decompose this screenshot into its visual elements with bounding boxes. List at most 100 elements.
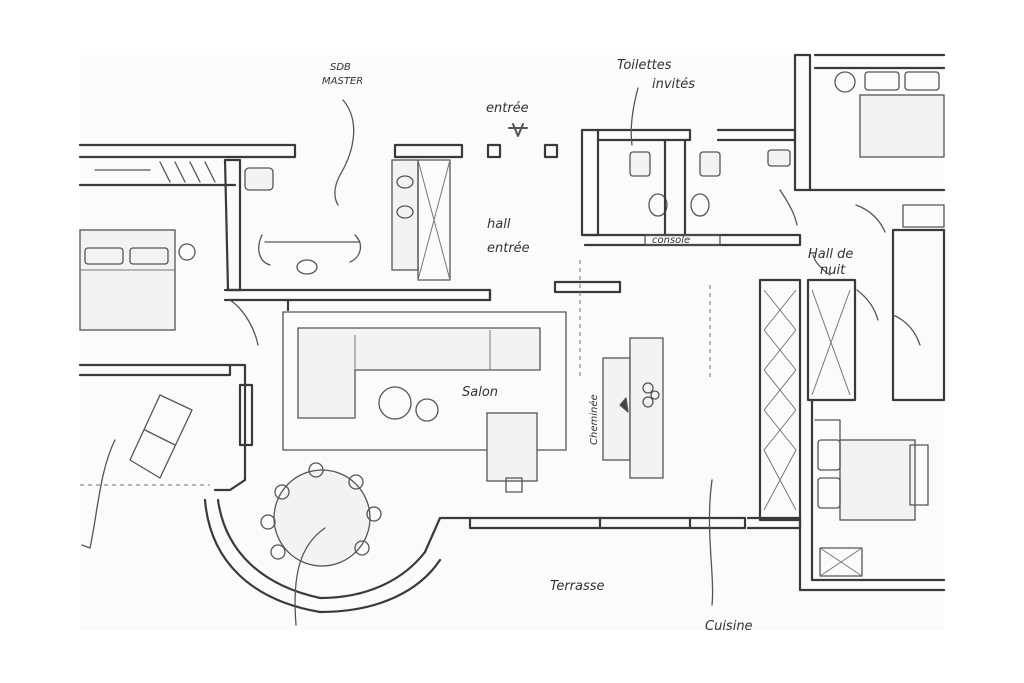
wc-guest-1 <box>629 151 651 177</box>
closet-rb <box>819 547 863 577</box>
dresser-right <box>902 204 945 228</box>
tub-drain <box>296 259 318 275</box>
door-swing-1 <box>229 299 259 346</box>
stove-burner-2 <box>642 396 654 408</box>
sink-guest-1 <box>648 193 668 217</box>
label-cuisine: Cuisine <box>705 619 753 634</box>
wall-sdb-bottom-ext <box>286 288 492 312</box>
lamp-left <box>178 243 196 261</box>
leader-cuisine <box>708 479 714 606</box>
label-sdb-master-1: SDB <box>330 62 351 73</box>
storage-hatch-2 <box>811 289 851 396</box>
label-terrasse: Terrasse <box>550 579 605 594</box>
storage-hatch-1 <box>763 289 797 511</box>
dining-chair <box>308 462 324 478</box>
leader-toilettes <box>630 87 639 146</box>
wall-top-left <box>78 143 297 159</box>
leader-hall-nuit <box>812 254 831 276</box>
bed-right-top <box>859 94 945 158</box>
wall-bay-inner <box>216 498 427 600</box>
wc-master <box>244 167 274 191</box>
wall-bedroom2 <box>810 398 946 582</box>
stove-burner-3 <box>650 390 660 400</box>
fireplace-flame <box>619 397 629 413</box>
ottoman <box>505 477 523 493</box>
label-salon: Salon <box>462 385 498 400</box>
leader-dining <box>294 527 326 626</box>
wall-south <box>468 516 747 530</box>
wall-right-room <box>891 228 946 402</box>
wall-top-sdb <box>393 143 464 159</box>
fireplace-column <box>629 337 664 479</box>
dining-chair <box>260 514 276 530</box>
wall-right-top <box>813 53 946 70</box>
pillow-rb-2 <box>817 477 841 509</box>
label-toilettes-1: Toilettes <box>617 58 672 73</box>
dining-chair <box>274 484 290 500</box>
lounge-chair <box>129 394 193 479</box>
lamp-right-top <box>834 71 856 93</box>
sink-1 <box>396 175 414 189</box>
nightstand-rb <box>814 419 841 441</box>
closet-hatch <box>94 161 216 183</box>
wall-left-mid <box>78 363 232 377</box>
closet-rb-x <box>819 547 863 577</box>
tub-outline <box>258 234 362 266</box>
wall-corridor-right <box>806 278 857 402</box>
label-entree: entrée <box>486 101 529 116</box>
leader-sdb <box>334 99 355 206</box>
walls <box>78 53 946 614</box>
room-labels: SDB MASTER entrée Toilettes invités hall… <box>322 58 853 634</box>
coffee-table-2 <box>415 398 439 422</box>
shower-x <box>417 159 451 281</box>
pillow-left-1 <box>84 247 124 265</box>
wall-south-right <box>746 516 802 530</box>
label-cheminee: Cheminée <box>588 394 600 445</box>
wall-stub-2 <box>543 143 559 159</box>
label-console: console <box>652 235 690 246</box>
stove-burner-1 <box>642 382 654 394</box>
label-hall-entree-2: entrée <box>487 241 530 256</box>
salon-rug <box>282 311 567 451</box>
door-swing-3 <box>855 204 886 233</box>
wall-stub-1 <box>486 143 502 159</box>
door-swing-5 <box>856 289 879 321</box>
label-sdb-master-2: MASTER <box>322 76 363 87</box>
label-toilettes-2: invités <box>652 77 695 92</box>
wall-bay-join <box>423 516 472 554</box>
armchair <box>486 412 538 482</box>
wc-guest-2 <box>699 151 721 177</box>
sink-2 <box>396 205 414 219</box>
leader-left <box>81 439 116 549</box>
entry-arrow-icon <box>508 123 528 137</box>
pillow-right-1 <box>864 71 900 91</box>
guest-basin <box>767 149 791 167</box>
door-swing-2 <box>779 189 798 226</box>
bed-right-bottom <box>839 439 916 521</box>
dining-chair <box>270 544 286 560</box>
console-table <box>644 234 721 246</box>
pillow-left-2 <box>129 247 169 265</box>
sofa-seams <box>354 330 491 370</box>
wall-bottom-right <box>798 518 946 592</box>
pillow-rb-1 <box>817 439 841 471</box>
bench-rb <box>909 444 929 506</box>
label-hall-entree-1: hall <box>487 217 511 232</box>
wall-bay-outer <box>203 498 442 614</box>
door-swing-4 <box>892 314 921 346</box>
coffee-table-1 <box>378 386 412 420</box>
dining-chairs <box>260 462 382 560</box>
bed-left <box>79 229 176 331</box>
dining-chair <box>348 474 364 490</box>
label-hall-nuit-2: nuit <box>820 263 846 278</box>
wall-toilets-top <box>596 128 692 142</box>
pillow-right-2 <box>904 71 940 91</box>
label-hall-nuit-1: Hall de <box>808 247 853 262</box>
dining-chair <box>366 506 382 522</box>
wall-left-pier <box>238 383 254 447</box>
lounge-chair-line <box>144 429 176 446</box>
wall-south-mullions <box>598 516 692 530</box>
wall-left-column <box>213 363 247 492</box>
sink-guest-2 <box>690 193 710 217</box>
